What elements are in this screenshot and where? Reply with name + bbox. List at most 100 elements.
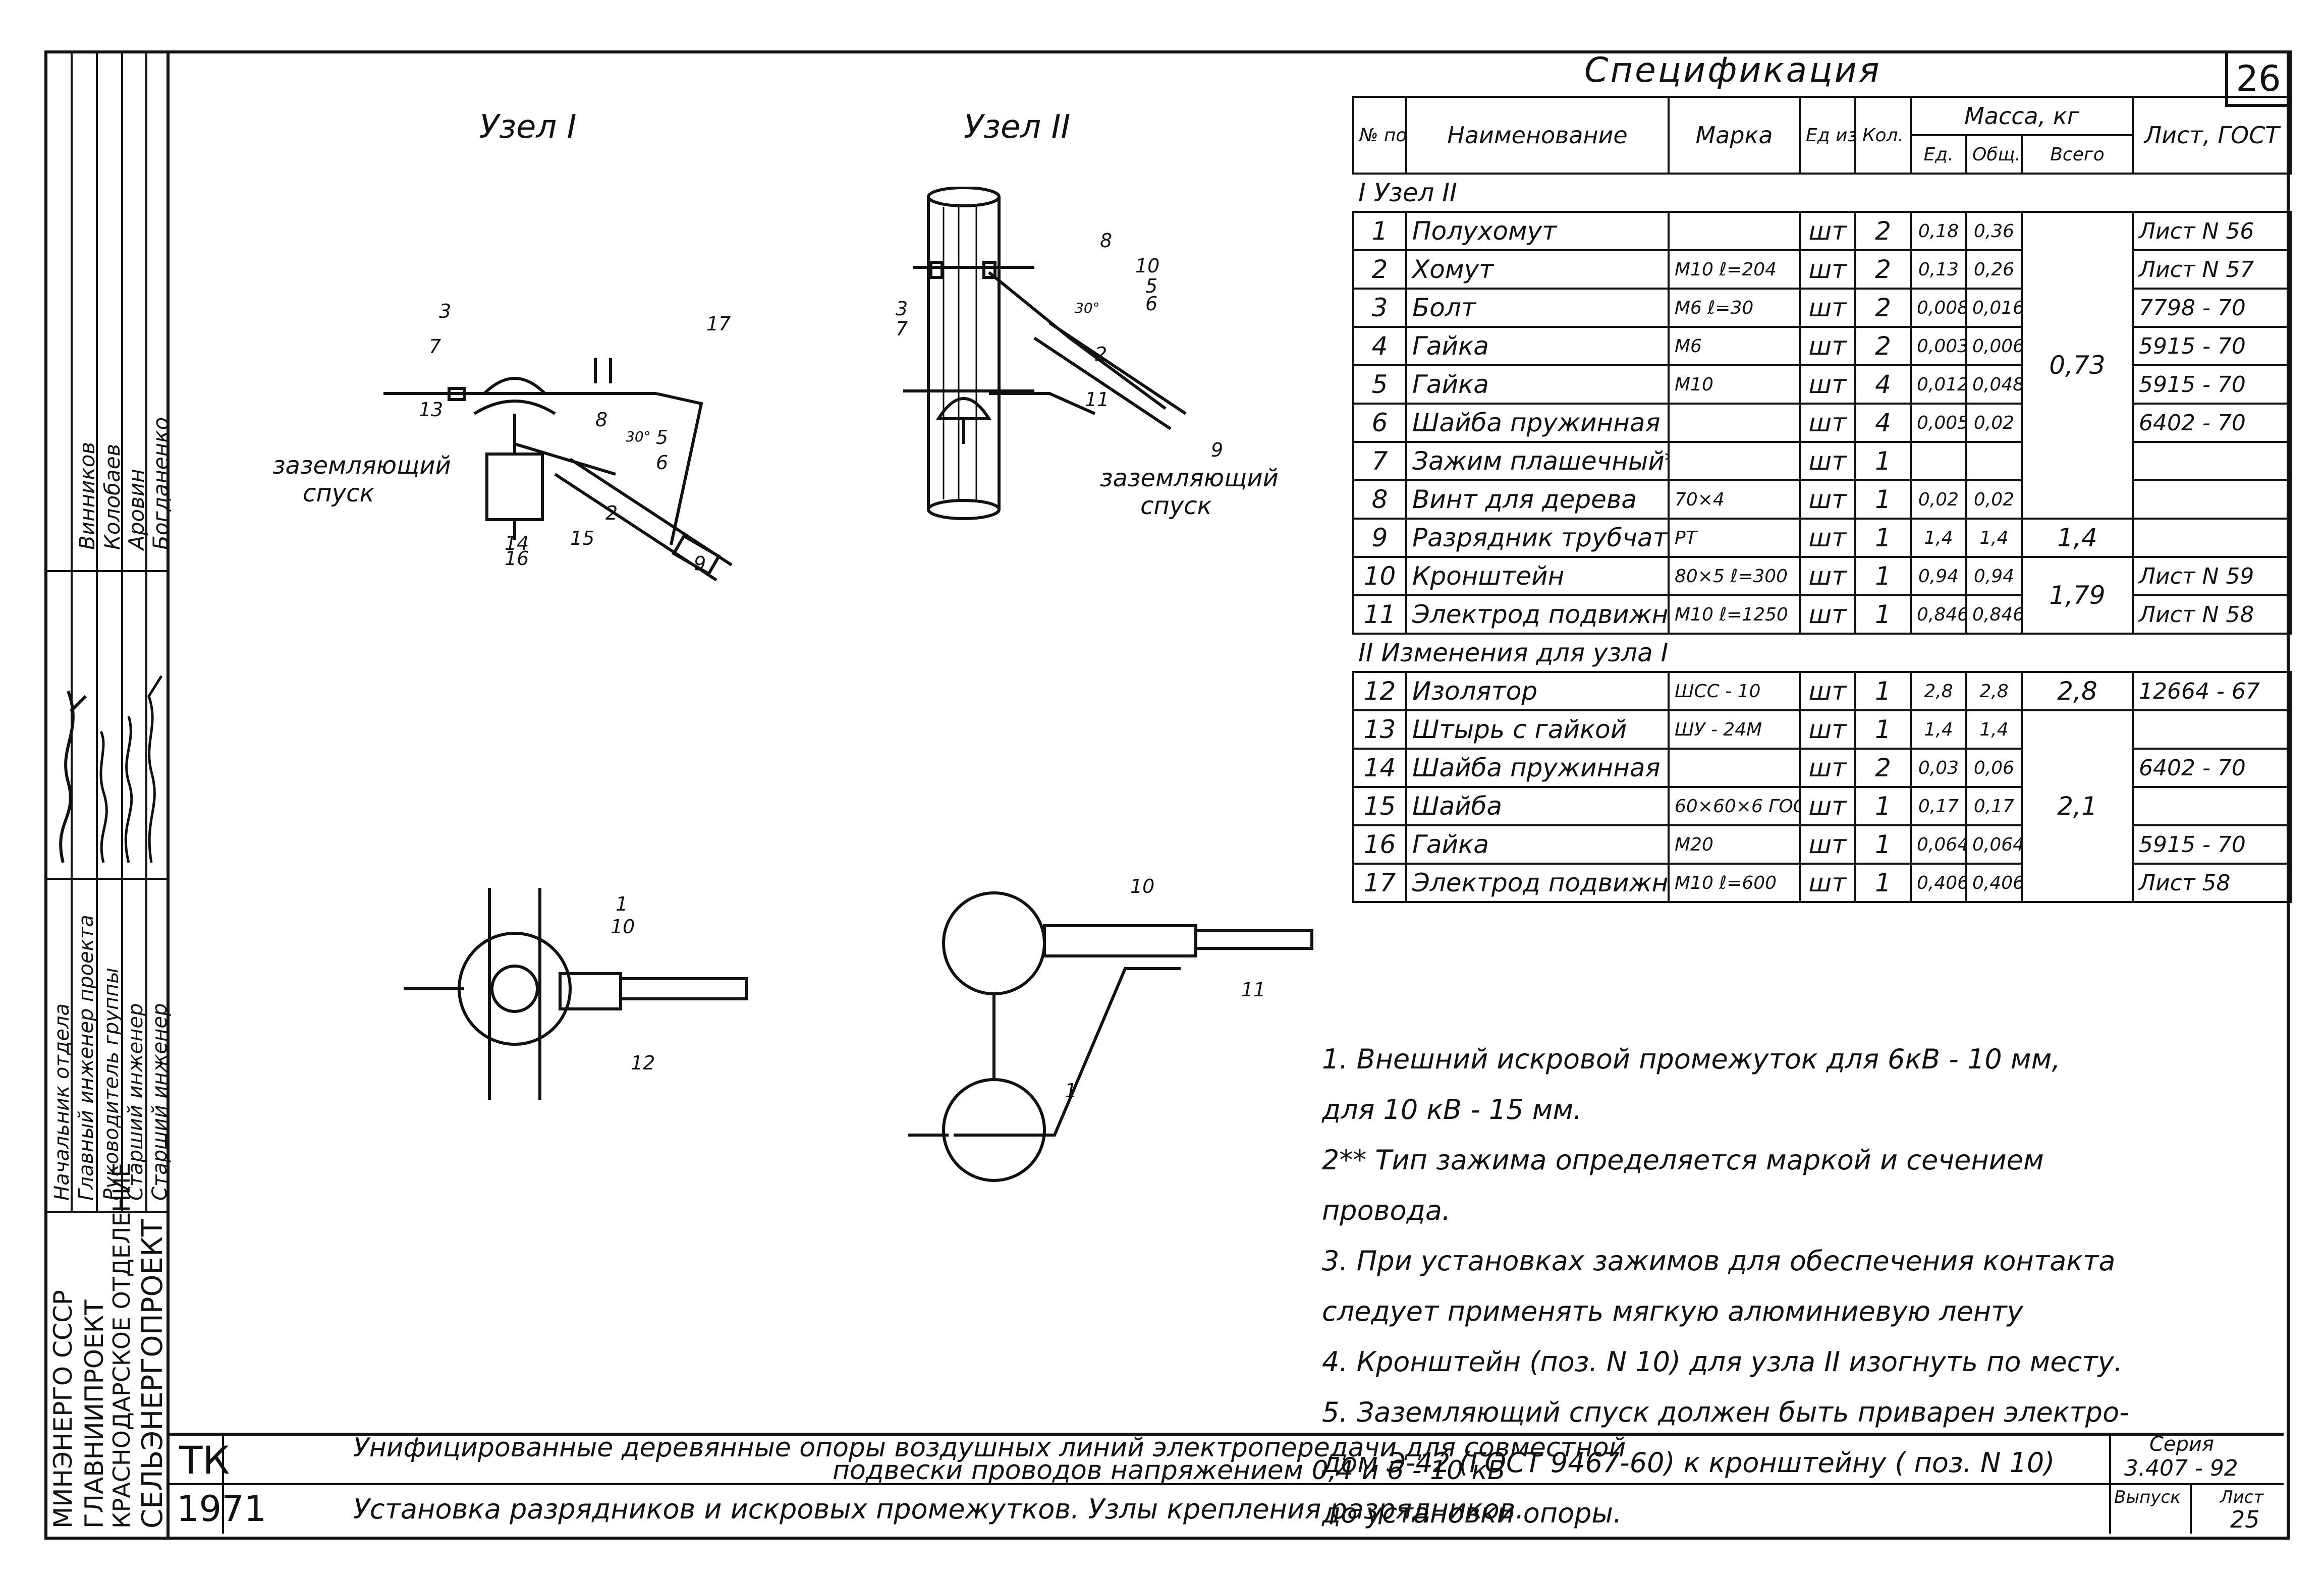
cell-qty: 1 — [1854, 709, 1912, 750]
cell-name: Разрядник трубчатый — [1405, 518, 1670, 558]
svg-text:15: 15 — [570, 527, 594, 549]
cell-m2: 0,006 — [1965, 326, 2023, 366]
svg-text:7: 7 — [429, 335, 441, 358]
cell-sheet: Лист N 58 — [2132, 594, 2292, 635]
cell-unit: шт — [1799, 479, 1856, 520]
cell-mark — [1668, 441, 1801, 481]
svg-text:6: 6 — [1145, 293, 1157, 315]
cell-sheet — [2132, 709, 2292, 750]
cell-m1: 0,003 — [1910, 326, 1967, 366]
cell-pos: 6 — [1352, 403, 1407, 443]
cell-pos: 7 — [1352, 441, 1407, 481]
note-line: 5. Заземляющий спуск должен быть приваре… — [1322, 1396, 2129, 1428]
svg-text:14: 14 — [505, 532, 529, 554]
hdr-name: Наименование — [1405, 96, 1670, 175]
spec-header-row: № поз Наименование Марка Ед изм Кол. Мас… — [1352, 96, 2292, 175]
cell-mass-all: 2,8 — [2020, 671, 2134, 711]
ground-label-1a: заземляющий — [272, 452, 451, 480]
cell-pos: 4 — [1352, 326, 1407, 366]
svg-text:10: 10 — [1130, 875, 1154, 897]
cell-unit: шт — [1799, 403, 1856, 443]
cell-qty: 1 — [1854, 441, 1912, 481]
cell-unit: шт — [1799, 786, 1856, 826]
svg-text:13: 13 — [419, 399, 443, 421]
svg-text:1: 1 — [616, 893, 628, 915]
svg-text:1: 1 — [1065, 1080, 1077, 1102]
tk-mark: ТК — [179, 1438, 230, 1483]
hdr-sheet: Лист, ГОСТ — [2132, 96, 2292, 175]
svg-text:5: 5 — [656, 426, 668, 448]
cell-qty: 1 — [1854, 479, 1912, 520]
cell-m1: 0,02 — [1910, 479, 1967, 520]
svg-text:2: 2 — [1095, 343, 1107, 365]
node-1-plan-view: 1 10 12 — [404, 888, 748, 1100]
cell-unit: шт — [1799, 441, 1856, 481]
hdr-pos: № поз — [1352, 96, 1407, 175]
cell-sheet: 12664 - 67 — [2132, 671, 2292, 711]
svg-text:10: 10 — [611, 916, 635, 938]
cell-name: Шайба пружинная 21 — [1405, 748, 1670, 788]
note-line: провода. — [1322, 1195, 1451, 1226]
cell-qty: 1 — [1854, 594, 1912, 635]
sheet-number-box: 26 — [2225, 50, 2292, 107]
cell-m2: 0,36 — [1965, 211, 2023, 251]
cell-m1: 0,17 — [1910, 786, 1967, 826]
node-1-title: Узел I — [479, 108, 577, 146]
cell-name: Хомут — [1405, 249, 1670, 290]
cell-mark: М10 ℓ=1250 — [1668, 594, 1801, 635]
svg-text:8: 8 — [1100, 230, 1112, 252]
cell-unit: шт — [1799, 709, 1856, 750]
cell-m2: 0,016 — [1965, 288, 2023, 328]
cell-m1: 0,012 — [1910, 364, 1967, 405]
cell-m1 — [1910, 441, 1967, 481]
cell-mark: М20 — [1668, 824, 1801, 865]
cell-m2: 0,064 — [1965, 824, 2023, 865]
cell-m1: 2,8 — [1910, 671, 1967, 711]
spec-section-1: I Узел II — [1353, 173, 2291, 213]
series-value: 3.407 - 92 — [2124, 1455, 2238, 1481]
note-line: дом Э-42 (ГОСТ 9467-60) к кронштейну ( п… — [1322, 1447, 2055, 1479]
series-label: Серия — [2149, 1433, 2214, 1456]
cell-mark: М6 — [1668, 326, 1801, 366]
section-title: I Узел II — [1353, 173, 2291, 213]
svg-text:8: 8 — [595, 409, 607, 431]
cell-name: Штырь с гайкой — [1405, 709, 1670, 750]
cell-unit: шт — [1799, 211, 1856, 251]
cell-m2: 0,02 — [1965, 479, 2023, 520]
cell-qty: 4 — [1854, 364, 1912, 405]
cell-m2: 0,048 — [1965, 364, 2023, 405]
cell-sheet — [2132, 479, 2292, 520]
cell-m2: 1,4 — [1965, 709, 2023, 750]
cell-m1: 0,94 — [1910, 556, 1967, 596]
ground-label-1b: спуск — [303, 479, 374, 507]
cell-m1: 0,008 — [1910, 288, 1967, 328]
note-line: до установки опоры. — [1322, 1497, 1622, 1529]
hdr-mass: Масса, кг — [1909, 96, 2134, 136]
cell-unit: шт — [1799, 594, 1856, 635]
cell-qty: 1 — [1854, 518, 1912, 558]
cell-pos: 12 — [1352, 671, 1407, 711]
stamp-divider — [167, 50, 170, 1537]
org-3: КРАСНОДАРСКОЕ ОТДЕЛЕНИЕ — [108, 1162, 135, 1529]
cell-unit: шт — [1799, 326, 1856, 366]
cell-name: Полухомут — [1405, 211, 1670, 251]
note-line: 4. Кронштейн (поз. N 10) для узла II изо… — [1322, 1346, 2123, 1378]
cell-mass-all: 0,73 — [2020, 211, 2134, 520]
cell-name: Гайка — [1405, 824, 1670, 865]
cell-qty: 2 — [1854, 249, 1912, 290]
ground-label-2a: заземляющий — [1100, 464, 1279, 492]
svg-text:2: 2 — [605, 502, 618, 524]
cell-m1: 0,064 — [1910, 824, 1967, 865]
org-2: ГЛАВНИИПРОЕКТ — [80, 1300, 109, 1529]
cell-m2: 2,8 — [1965, 671, 2023, 711]
cell-pos: 15 — [1352, 786, 1407, 826]
role-5: Старший инженер — [148, 1003, 172, 1201]
cell-pos: 3 — [1352, 288, 1407, 328]
hdr-mass-total: Общ. — [1965, 134, 2023, 175]
title-line-1b: подвески проводов напряжением 0,4 и 6 - … — [833, 1455, 1506, 1486]
cell-mark: 80×5 ℓ=300 — [1668, 556, 1801, 596]
